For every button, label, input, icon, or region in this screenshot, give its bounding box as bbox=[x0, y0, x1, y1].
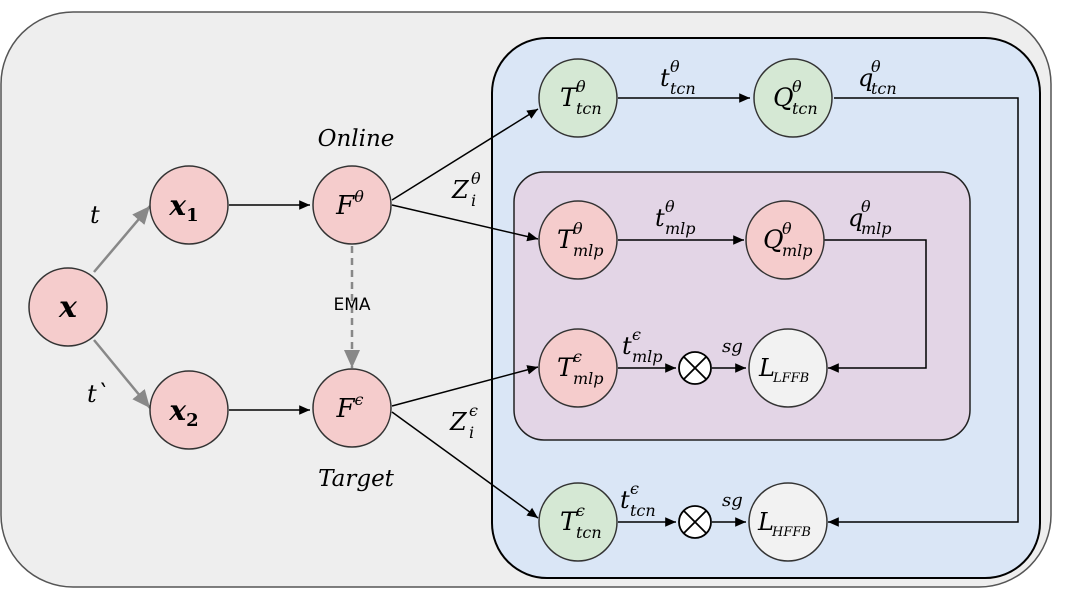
node-t-tcn-eps bbox=[538, 482, 618, 562]
node-f-target bbox=[312, 368, 392, 448]
svg-text:mlp: mlp bbox=[665, 219, 696, 238]
node-l-lffb bbox=[748, 328, 828, 408]
svg-text:θ: θ bbox=[792, 77, 802, 96]
edge-label-t-mlp-eps: t ϵ mlp bbox=[622, 325, 663, 366]
svg-text:q: q bbox=[848, 204, 863, 232]
edge-label-t-tcn-theta: t θ tcn bbox=[660, 57, 696, 98]
svg-text:θ: θ bbox=[576, 77, 586, 96]
svg-text:mlp: mlp bbox=[861, 219, 892, 238]
node-f-online bbox=[312, 165, 392, 245]
node-label-t-mlp-theta: T θ mlp bbox=[557, 219, 604, 260]
node-label-x: x bbox=[58, 290, 78, 325]
node-x bbox=[28, 267, 108, 347]
target-branch-label: Target bbox=[318, 466, 395, 492]
svg-text:i: i bbox=[471, 191, 476, 210]
svg-text:tcn: tcn bbox=[576, 99, 602, 118]
node-label-l-lffb: L LFFB bbox=[758, 354, 809, 386]
svg-text:i: i bbox=[469, 423, 474, 442]
stop-gradient-label-hffb: sg bbox=[722, 490, 743, 511]
svg-text:T: T bbox=[560, 83, 579, 112]
aug-edge-t bbox=[93, 205, 151, 273]
svg-text:T: T bbox=[557, 353, 576, 382]
svg-text:mlp: mlp bbox=[573, 241, 604, 260]
svg-text:Z: Z bbox=[451, 176, 470, 204]
svg-text:tcn: tcn bbox=[871, 79, 897, 98]
svg-text:HFFB: HFFB bbox=[771, 525, 811, 540]
svg-text:mlp: mlp bbox=[632, 347, 663, 366]
node-label-q-mlp-theta: Q θ mlp bbox=[763, 219, 813, 260]
svg-text:L: L bbox=[758, 354, 775, 382]
edge-qmlp-lffb bbox=[824, 239, 927, 373]
svg-text:θ: θ bbox=[782, 219, 792, 238]
svg-text:tcn: tcn bbox=[630, 501, 656, 520]
svg-text:θ: θ bbox=[665, 197, 675, 216]
svg-text:ϵ: ϵ bbox=[469, 401, 478, 420]
node-label-l-hffb: L HFFB bbox=[757, 508, 811, 540]
stop-gradient-label-lffb: sg bbox=[722, 336, 743, 357]
node-label-t-mlp-eps: T ϵ mlp bbox=[557, 347, 604, 388]
ema-label: EMA bbox=[333, 295, 370, 315]
otimes-operator-lffb bbox=[678, 351, 712, 385]
node-label-t-tcn-theta: T θ tcn bbox=[560, 77, 602, 118]
node-label-t-tcn-eps: T ϵ tcn bbox=[560, 501, 602, 542]
edge-fe-tmlp bbox=[391, 365, 539, 407]
svg-text:θ: θ bbox=[861, 197, 871, 216]
edge-f-tmlp bbox=[391, 204, 539, 242]
node-q-tcn-theta bbox=[753, 58, 833, 138]
node-label-x1: x1 bbox=[168, 189, 198, 226]
svg-text:Q: Q bbox=[763, 225, 784, 254]
aug-edge-t-prime bbox=[93, 339, 151, 409]
svg-text:θ: θ bbox=[670, 57, 680, 76]
mlp-panel bbox=[513, 171, 971, 441]
node-l-hffb bbox=[748, 482, 828, 562]
svg-text:t: t bbox=[660, 64, 670, 92]
node-q-mlp-theta bbox=[745, 200, 825, 280]
edge-qtcn-lhffb bbox=[828, 97, 1019, 527]
svg-text:ϵ: ϵ bbox=[632, 325, 641, 344]
node-label-f-target: Fϵ bbox=[335, 390, 363, 424]
svg-text:L: L bbox=[757, 508, 774, 536]
edge-label-t-tcn-eps: t ϵ tcn bbox=[620, 479, 656, 520]
online-branch-label: Online bbox=[318, 126, 395, 152]
node-label-f-online: Fθ bbox=[335, 187, 364, 221]
node-t-mlp-eps bbox=[538, 328, 618, 408]
svg-text:Q: Q bbox=[773, 83, 794, 112]
svg-text:θ: θ bbox=[871, 57, 881, 76]
node-x2 bbox=[149, 370, 229, 450]
edge-label-z-theta: Z θ i bbox=[451, 169, 481, 210]
svg-text:LFFB: LFFB bbox=[772, 371, 809, 386]
node-t-tcn-theta bbox=[538, 58, 618, 138]
edge-fe-ttcn bbox=[391, 411, 539, 519]
svg-text:q: q bbox=[858, 64, 873, 92]
svg-text:ϵ: ϵ bbox=[576, 501, 585, 520]
node-t-mlp-theta bbox=[538, 200, 618, 280]
svg-text:ϵ: ϵ bbox=[630, 479, 639, 498]
svg-text:t: t bbox=[622, 332, 632, 360]
edge-label-z-eps: Z ϵ i bbox=[449, 401, 478, 442]
svg-text:T: T bbox=[557, 225, 576, 254]
edge-label-t-mlp-theta: t θ mlp bbox=[655, 197, 696, 238]
edge-label-q-tcn-theta: q θ tcn bbox=[858, 57, 897, 98]
svg-text:tcn: tcn bbox=[576, 523, 602, 542]
otimes-operator-hffb bbox=[678, 505, 712, 539]
edge-f-ttcn bbox=[391, 108, 539, 201]
svg-text:ϵ: ϵ bbox=[573, 347, 582, 366]
svg-text:t: t bbox=[620, 486, 630, 514]
node-label-q-tcn-theta: Q θ tcn bbox=[773, 77, 818, 118]
augmentation-label-t: t bbox=[90, 201, 100, 229]
svg-text:mlp: mlp bbox=[782, 241, 813, 260]
svg-text:tcn: tcn bbox=[670, 79, 696, 98]
node-x1 bbox=[149, 165, 229, 245]
svg-text:tcn: tcn bbox=[792, 99, 818, 118]
svg-text:Z: Z bbox=[449, 408, 468, 436]
svg-text:mlp: mlp bbox=[573, 369, 604, 388]
svg-text:T: T bbox=[560, 507, 579, 536]
node-label-x2: x2 bbox=[168, 394, 198, 431]
edge-label-q-mlp-theta: q θ mlp bbox=[848, 197, 892, 238]
svg-text:θ: θ bbox=[471, 169, 481, 188]
augmentation-label-t-prime: t` bbox=[87, 380, 109, 408]
svg-text:θ: θ bbox=[573, 219, 583, 238]
svg-text:t: t bbox=[655, 204, 665, 232]
